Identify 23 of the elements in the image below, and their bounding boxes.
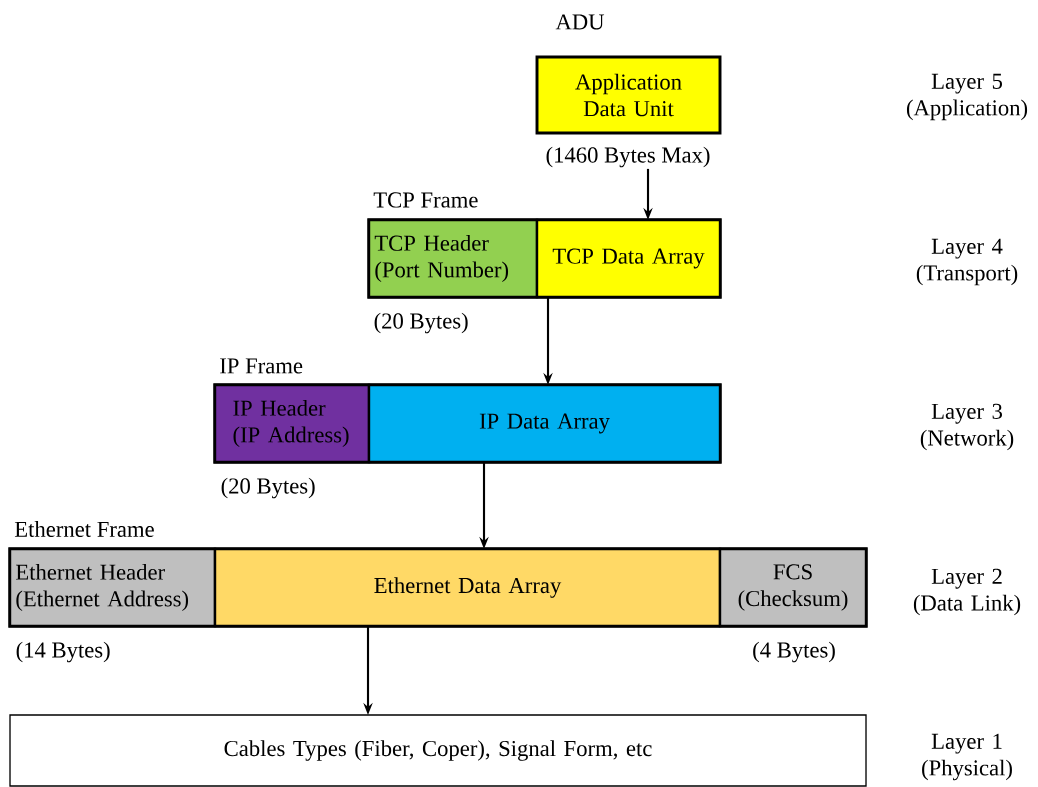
field-cell: TCP Data Array xyxy=(535,218,722,299)
field-cell: FCS (Checksum) xyxy=(718,547,868,628)
field-cell: Application Data Unit xyxy=(535,55,722,135)
field-cell: IP Header (IP Address) xyxy=(213,383,371,464)
layer-label: Layer 2 (Data Link) xyxy=(913,568,1021,616)
size-note: (4 Bytes) xyxy=(753,641,835,663)
field-cell: IP Data Array xyxy=(367,383,722,464)
frame-title: IP Frame xyxy=(220,358,303,374)
frame-title: Ethernet Frame xyxy=(14,521,154,537)
layer-label: Layer 1 (Physical) xyxy=(922,733,1012,781)
field-cell: Ethernet Header (Ethernet Address) xyxy=(8,547,217,628)
field-cell: TCP Header (Port Number) xyxy=(367,218,539,299)
field-cell: Cables Types (Fiber, Coper), Signal Form, etc xyxy=(9,714,867,787)
layer-label: Layer 5 (Application) xyxy=(906,73,1028,121)
size-note: (20 Bytes) xyxy=(221,477,315,499)
layer-label: Layer 4 (Transport) xyxy=(916,238,1018,286)
layer-label: Layer 3 (Network) xyxy=(920,403,1014,451)
frame-title: TCP Frame xyxy=(373,192,478,208)
frame-title: ADU xyxy=(555,14,605,30)
size-note: (1460 Bytes Max) xyxy=(546,146,710,168)
size-note: (20 Bytes) xyxy=(374,312,468,334)
size-note: (14 Bytes) xyxy=(16,641,110,663)
field-cell: Ethernet Data Array xyxy=(213,547,722,628)
